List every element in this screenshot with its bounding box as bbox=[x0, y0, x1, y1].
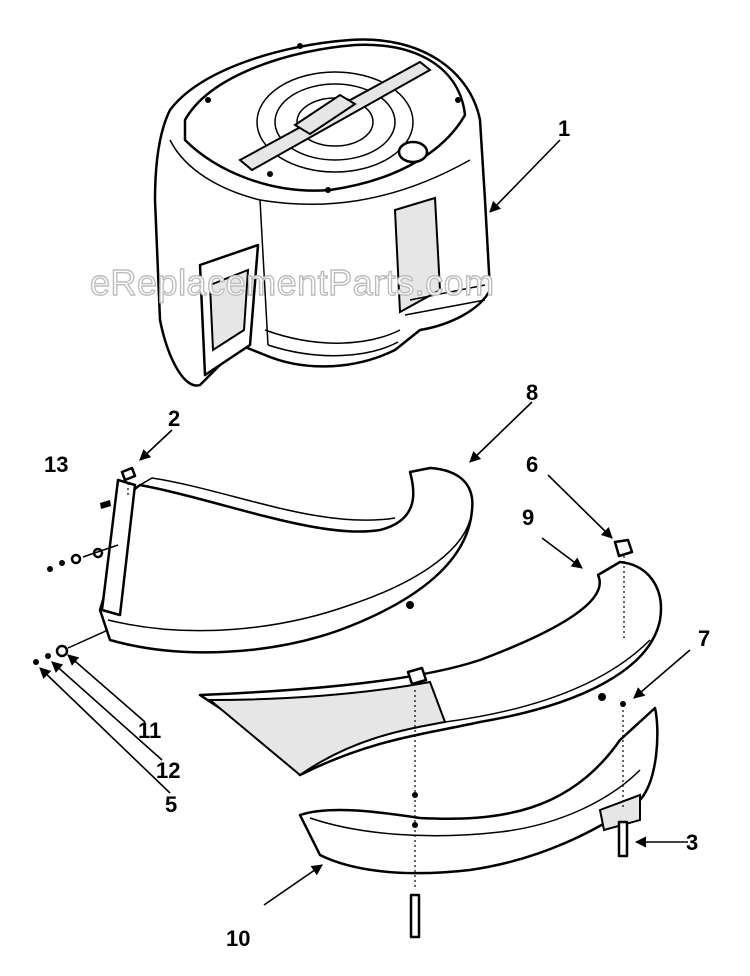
callout-12: 12 bbox=[156, 758, 180, 783]
part-10-lower-skirt bbox=[298, 706, 659, 875]
callout-7: 7 bbox=[698, 626, 710, 651]
hardware-part-7-fastener bbox=[620, 701, 626, 810]
part-8-upper-deflector bbox=[98, 466, 474, 654]
callout-8: 8 bbox=[526, 380, 538, 405]
callout-9: 9 bbox=[522, 505, 534, 530]
callout-2: 2 bbox=[168, 406, 180, 431]
callout-1: 1 bbox=[558, 116, 570, 141]
hardware-part-10-bolt bbox=[409, 690, 421, 939]
hardware-part-13-fasteners bbox=[47, 500, 119, 572]
callout-13: 13 bbox=[44, 452, 68, 477]
callout-leaders bbox=[39, 139, 691, 906]
watermark-text: eReplacementParts.com bbox=[90, 262, 495, 303]
hardware-part-2-screw bbox=[120, 466, 137, 498]
hardware-part-5-11-12 bbox=[33, 629, 109, 665]
part-1-blower-housing bbox=[153, 38, 492, 387]
callout-3: 3 bbox=[686, 830, 698, 855]
callout-11: 11 bbox=[138, 718, 161, 743]
callout-5: 5 bbox=[165, 792, 177, 817]
callout-6: 6 bbox=[526, 452, 538, 477]
hardware-part-3-bolt bbox=[617, 820, 629, 858]
callout-10: 10 bbox=[226, 926, 250, 951]
part-9-middle-panel bbox=[198, 560, 663, 777]
hardware-part-6-nut bbox=[613, 538, 634, 640]
